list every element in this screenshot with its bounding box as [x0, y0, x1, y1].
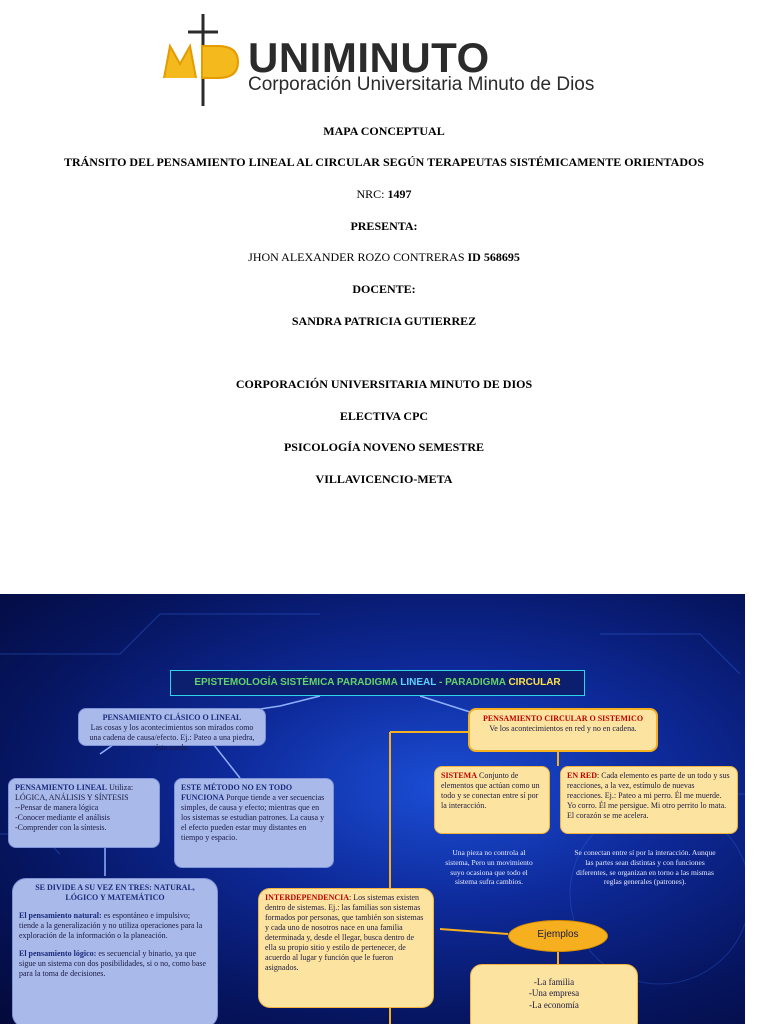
nrc-value: 1497	[388, 187, 412, 201]
interdependencia-box: INTERDEPENDENCIA: Los sistemas existen d…	[258, 888, 434, 1008]
student-name: JHON ALEXANDER ROZO CONTRERAS	[248, 250, 464, 264]
nrc-line: NRC: 1497	[0, 187, 768, 202]
university-name: CORPORACIÓN UNIVERSITARIA MINUTO DE DIOS	[0, 377, 768, 392]
caption-left: Una pieza no controla al sistema, Pero u…	[444, 848, 534, 887]
student-line: JHON ALEXANDER ROZO CONTRERAS ID 568695	[0, 250, 768, 265]
docente-label: DOCENTE:	[0, 282, 768, 297]
linear-thinking-box: PENSAMIENTO CLÁSICO O LINEAL Las cosas y…	[78, 708, 266, 746]
document-subtitle: TRÁNSITO DEL PENSAMIENTO LINEAL AL CIRCU…	[0, 155, 768, 170]
student-id: ID 568695	[468, 250, 520, 264]
course-name: ELECTIVA CPC	[0, 409, 768, 424]
sistema-box: SISTEMA Conjunto de elementos que actúan…	[434, 766, 550, 834]
thinking-types-box: SE DIVIDE A SU VEZ EN TRES: NATURAL, LÓG…	[12, 878, 218, 1024]
city-name: VILLAVICENCIO-META	[0, 472, 768, 487]
document-title: MAPA CONCEPTUAL	[0, 124, 768, 139]
example-item: -La economía	[477, 1000, 631, 1011]
program-name: PSICOLOGÍA NOVENO SEMESTRE	[0, 440, 768, 455]
uniminuto-logo: UNIMINUTO Corporación Universitaria Minu…	[162, 12, 592, 108]
linear-method-box: PENSAMIENTO LINEAL Utiliza: LÓGICA, ANÁL…	[8, 778, 160, 848]
circular-thinking-box: PENSAMIENTO CIRCULAR O SISTEMICO Ve los …	[468, 708, 658, 752]
caption-right: Se conectan entre sí por la interacción.…	[570, 848, 720, 887]
examples-box: -La familia -Una empresa -La economía	[470, 964, 638, 1024]
logo-subtitle: Corporación Universitaria Minuto de Dios	[248, 74, 594, 96]
concept-map: EPISTEMOLOGÍA SISTÉMICA PARADIGMA LINEAL…	[0, 594, 745, 1024]
method-limits-box: ESTE MÉTODO NO EN TODO FUNCIONA Porque t…	[174, 778, 334, 868]
en-red-box: EN RED: Cada elemento es parte de un tod…	[560, 766, 738, 834]
example-item: -La familia	[477, 977, 631, 988]
presenta-label: PRESENTA:	[0, 219, 768, 234]
ejemplos-oval: Ejemplos	[508, 920, 608, 952]
docente-name: SANDRA PATRICIA GUTIERREZ	[0, 314, 768, 329]
md-emblem-icon	[162, 12, 240, 108]
nrc-label: NRC:	[356, 187, 384, 201]
map-title: EPISTEMOLOGÍA SISTÉMICA PARADIGMA LINEAL…	[170, 670, 585, 696]
example-item: -Una empresa	[477, 988, 631, 999]
